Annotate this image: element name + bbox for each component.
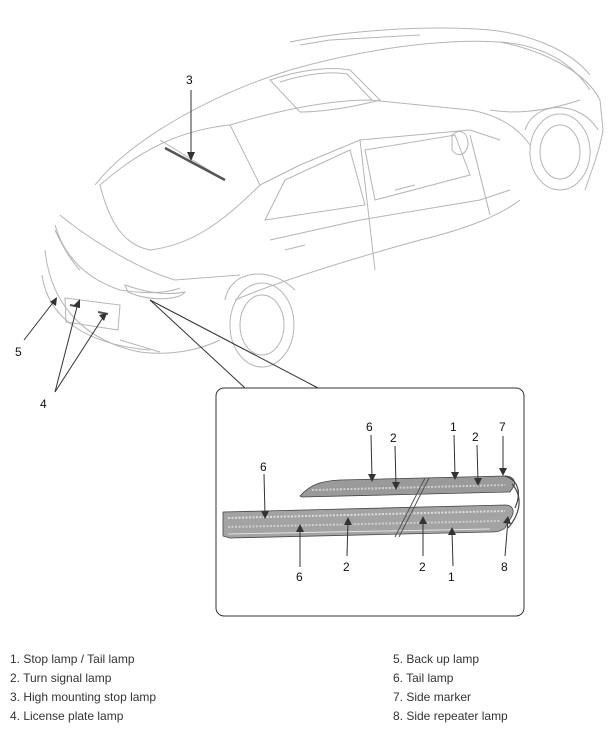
- legend-left-column: 1. Stop lamp / Tail lamp 2. Turn signal …: [10, 650, 156, 726]
- car-illustration: [41, 27, 604, 368]
- detail-callout-bot-2b: 2: [419, 560, 426, 574]
- detail-callout-top-7: 7: [499, 420, 506, 434]
- legend-item: 2. Turn signal lamp: [10, 671, 112, 685]
- detail-callout-top-1: 1: [450, 420, 457, 434]
- high-mount-stop-lamp-mark: [164, 146, 226, 182]
- detail-callout-top-2a: 2: [390, 431, 397, 445]
- car-leader-arrowheads: [50, 152, 195, 321]
- lamp-location-diagram: 3 5 4: [15, 27, 604, 617]
- lower-lamp-strip: [222, 504, 514, 539]
- detail-leader-lines: [263, 434, 509, 567]
- legend-right-column: 5. Back up lamp 6. Tail lamp 7. Side mar…: [393, 650, 508, 726]
- legend-item: 3. High mounting stop lamp: [10, 690, 157, 704]
- detail-callout-bot-8: 8: [501, 560, 508, 574]
- detail-box: [215, 387, 525, 617]
- detail-callout-bot-2a: 2: [343, 560, 350, 574]
- detail-callout-bot-6: 6: [296, 570, 303, 584]
- side-repeater-shape: [507, 483, 520, 529]
- legend-item: 7. Side marker: [393, 690, 472, 704]
- callout-5: 5: [15, 345, 22, 359]
- detail-callout-top-6: 6: [366, 420, 373, 434]
- detail-callout-left-6: 6: [260, 460, 267, 474]
- lamp-seam: [394, 477, 426, 538]
- callout-3: 3: [186, 73, 193, 87]
- detail-callout-bot-1: 1: [448, 570, 455, 584]
- detail-arrowheads: [261, 468, 511, 535]
- detail-callout-top-2b: 2: [472, 430, 479, 444]
- legend-item: 4. License plate lamp: [10, 709, 124, 723]
- car-leader-lines: [23, 90, 319, 393]
- legend-item: 8. Side repeater lamp: [393, 709, 508, 723]
- side-marker-shape: [504, 475, 519, 509]
- legend-item: 5. Back up lamp: [393, 652, 480, 666]
- legend-item: 6. Tail lamp: [393, 671, 454, 685]
- legend-item: 1. Stop lamp / Tail lamp: [10, 652, 135, 666]
- callout-4: 4: [40, 397, 47, 411]
